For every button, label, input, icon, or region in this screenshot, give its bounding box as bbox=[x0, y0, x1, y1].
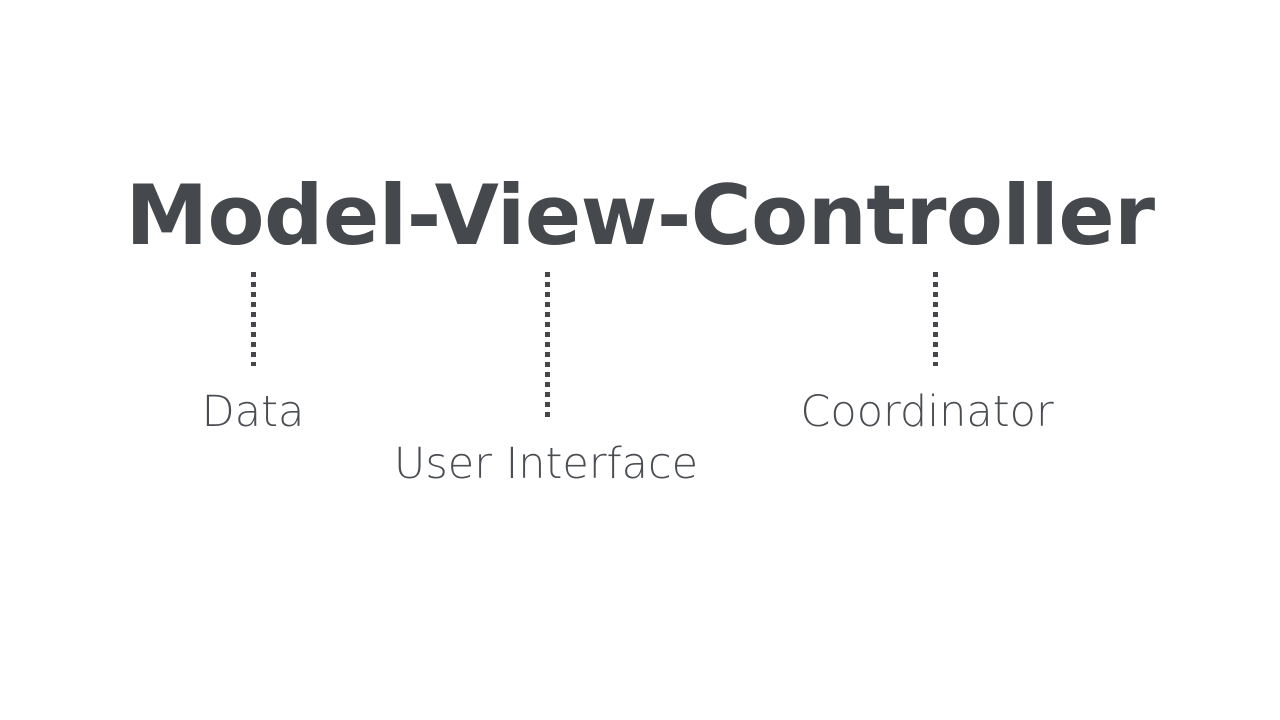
connector-line-view bbox=[545, 272, 550, 418]
connector-line-model bbox=[251, 272, 256, 366]
label-view: User Interface bbox=[393, 439, 699, 489]
page-title: Model-View-Controller bbox=[125, 167, 1155, 264]
label-model: Data bbox=[201, 387, 305, 437]
connector-line-controller bbox=[933, 272, 938, 366]
label-controller: Coordinator bbox=[800, 387, 1054, 437]
